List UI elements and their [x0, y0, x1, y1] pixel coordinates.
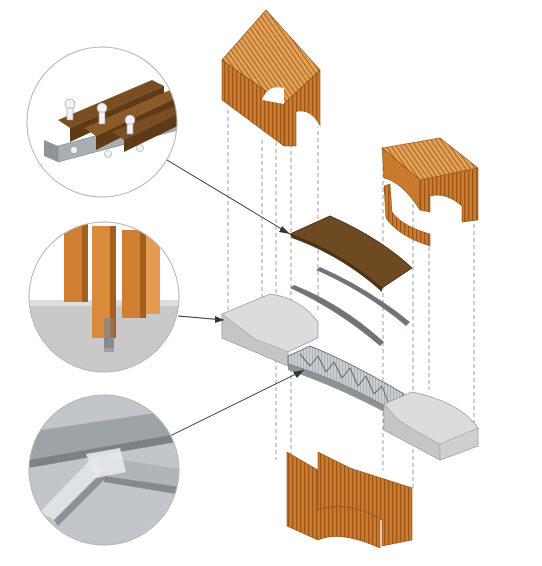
steel-rail-upper	[316, 267, 410, 326]
timber-fin-strip	[383, 183, 431, 247]
steel-rail-lower	[290, 285, 384, 346]
leader-line-truss	[169, 369, 305, 437]
concrete-abutment-right	[383, 391, 479, 461]
leader-line-deck	[161, 156, 291, 235]
timber-deck	[288, 215, 413, 292]
leader-arrowheads	[215, 226, 304, 378]
timber-canopy-right	[381, 137, 479, 223]
detail-circle-timber-fin-base	[28, 221, 180, 373]
concrete-abutment-left	[221, 293, 319, 367]
detail-circle-steel-node	[28, 394, 180, 546]
timber-canopy-left	[221, 9, 321, 147]
steel-rails	[290, 267, 410, 346]
steel-truss	[287, 345, 405, 414]
detail-circle-deck-fixing	[26, 46, 178, 198]
timber-wall-bottom	[286, 451, 413, 549]
